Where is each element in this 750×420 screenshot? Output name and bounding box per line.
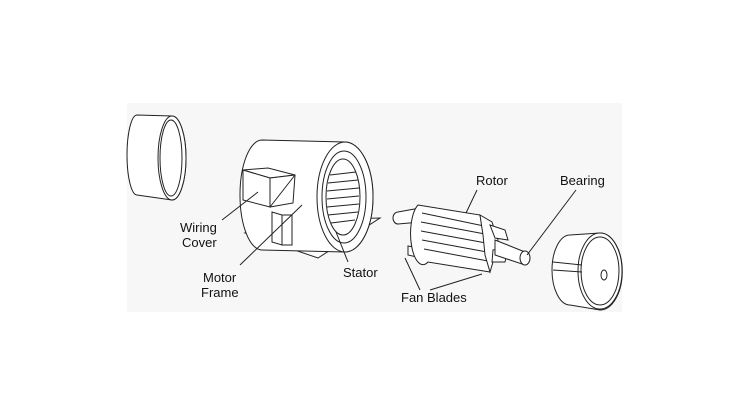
label-motor-frame-1: Motor (203, 270, 237, 285)
label-wiring-cover-2: Cover (182, 235, 217, 250)
label-motor-frame-2: Frame (201, 285, 239, 300)
label-rotor: Rotor (476, 173, 508, 188)
end-ring (126, 114, 187, 201)
bearing-hole (600, 269, 608, 281)
diagram-background (127, 103, 622, 312)
label-bearing: Bearing (560, 173, 605, 188)
label-wiring-cover-1: Wiring (180, 220, 217, 235)
label-stator: Stator (343, 265, 378, 280)
end-bell (551, 232, 623, 311)
rotor (392, 204, 531, 274)
label-fan-blades: Fan Blades (401, 290, 467, 305)
motor-frame (239, 139, 382, 259)
wiring-cover-box (242, 167, 296, 208)
leader-lines (221, 189, 577, 291)
